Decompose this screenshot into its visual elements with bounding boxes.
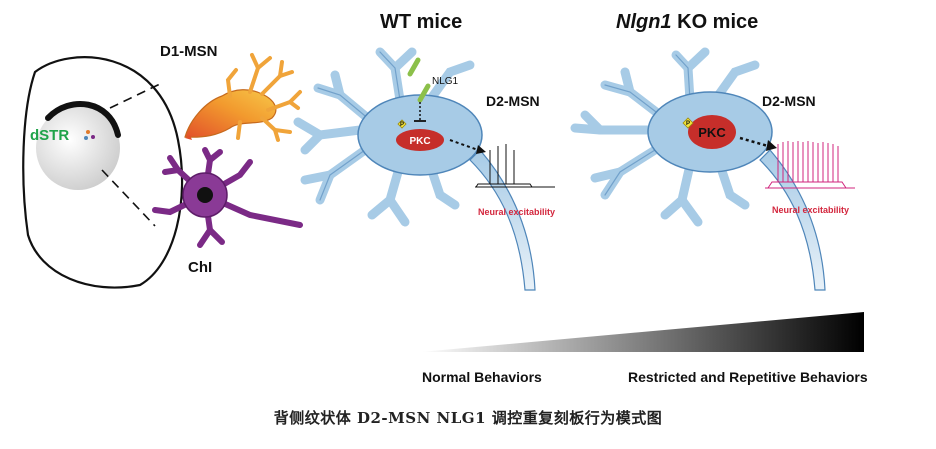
- restricted-behaviors-label: Restricted and Repetitive Behaviors: [628, 369, 868, 385]
- p-ko-label: P: [686, 121, 690, 127]
- brain-section: [22, 56, 184, 289]
- neural-excitability-ko-label: Neural excitability: [772, 205, 849, 215]
- figure-caption: 背侧纹状体 D2-MSN NLG1 调控重复刻板行为模式图: [273, 409, 663, 427]
- normal-behaviors-label: Normal Behaviors: [422, 369, 542, 385]
- dstr-label: dSTR: [30, 127, 69, 144]
- ko-title: Nlgn1 KO mice: [616, 11, 758, 33]
- ko-spike-trace: [765, 141, 855, 189]
- wt-d2-msn-label: D2-MSN: [486, 93, 540, 109]
- wt-spike-trace: [475, 144, 555, 188]
- ko-title-gene: Nlgn1: [616, 11, 672, 33]
- pkc-wt-label: PKC: [409, 136, 430, 147]
- ko-d2-msn-neuron: [570, 47, 826, 291]
- nlg1-label: NLG1: [432, 76, 459, 87]
- d1-msn-label: D1-MSN: [160, 43, 218, 60]
- wt-title: WT mice: [380, 11, 462, 33]
- chi-neuron: [152, 147, 303, 248]
- ko-d2-msn-label: D2-MSN: [762, 93, 816, 109]
- d1-msn-neuron: [184, 53, 302, 142]
- p-wt-label: P: [400, 122, 404, 128]
- chi-label: ChI: [188, 259, 212, 276]
- behavior-gradient-wedge: [420, 312, 864, 352]
- neural-excitability-wt-label: Neural excitability: [478, 207, 555, 217]
- wt-d2-msn-neuron: [293, 47, 536, 291]
- pkc-ko-label: PKC: [698, 125, 726, 140]
- ko-title-rest: KO mice: [672, 11, 759, 33]
